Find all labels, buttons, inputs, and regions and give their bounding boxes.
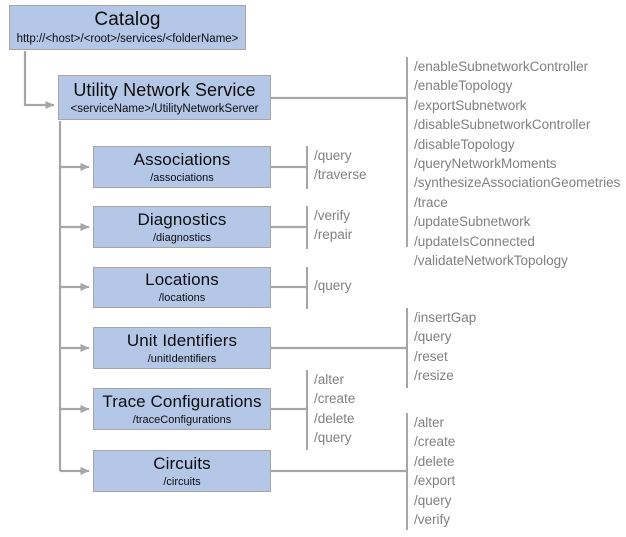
node-unit-identifiers-path: /unitIdentifiers	[147, 352, 217, 365]
operations-list: /query /traverse	[308, 146, 367, 185]
node-circuits-path: /circuits	[163, 475, 201, 488]
operation-item[interactable]: /enableSubnetworkController	[414, 59, 589, 74]
operation-item[interactable]: /disableTopology	[414, 136, 515, 152]
operations-list: /alter /create /delete /export /query /v…	[408, 413, 455, 529]
operation-item[interactable]: /reset	[414, 348, 448, 364]
node-circuits-title: Circuits	[153, 453, 211, 473]
operation-item[interactable]: /updateSubnetwork	[414, 214, 531, 230]
operations-group-bar	[406, 413, 408, 530]
operation-item[interactable]: /query	[314, 430, 352, 446]
operations-group-bar	[406, 57, 408, 247]
operations-group-bar	[306, 370, 308, 450]
node-utility-network-service[interactable]: Utility Network Service <serviceName>/Ut…	[58, 75, 271, 120]
node-unit-identifiers-title: Unit Identifiers	[126, 330, 238, 350]
operations-list: /alter /create /delete /query	[308, 370, 355, 448]
operation-item[interactable]: /queryNetworkMoments	[414, 156, 557, 172]
operation-item[interactable]: /query	[314, 148, 352, 163]
node-trace-configurations-title: Trace Configurations	[102, 391, 262, 411]
operations-list: /insertGap /query /reset /resize	[408, 308, 476, 386]
operation-item[interactable]: /resize	[414, 368, 454, 384]
node-unit-identifiers[interactable]: Unit Identifiers /unitIdentifiers	[93, 327, 271, 369]
operation-item[interactable]: /disableSubnetworkController	[414, 117, 591, 133]
operations-trace-configurations: /alter /create /delete /query	[306, 370, 355, 450]
operation-item[interactable]: /query	[414, 492, 452, 508]
node-trace-configurations[interactable]: Trace Configurations /traceConfiguration…	[93, 388, 271, 430]
operation-item[interactable]: /validateNetworkTopology	[414, 253, 568, 269]
node-locations-title: Locations	[145, 270, 219, 289]
operation-item[interactable]: /create	[314, 391, 356, 407]
operations-list: /query	[308, 267, 352, 295]
node-diagnostics-title: Diagnostics	[137, 209, 227, 229]
node-catalog-title: Catalog	[94, 9, 161, 30]
operation-item[interactable]: /export	[414, 473, 456, 489]
node-utility-network-service-title: Utility Network Service	[73, 79, 256, 100]
operation-item[interactable]: /exportSubnetwork	[414, 97, 527, 113]
operation-item[interactable]: /updateIsConnected	[414, 233, 535, 249]
operations-locations: /query	[306, 267, 352, 309]
node-catalog-path: http://<host>/<root>/services/<folderNam…	[16, 33, 239, 45]
node-diagnostics[interactable]: Diagnostics /diagnostics	[93, 206, 271, 248]
operation-item[interactable]: /repair	[314, 227, 353, 243]
operation-item[interactable]: /query	[414, 329, 452, 345]
node-locations-path: /locations	[158, 292, 206, 304]
operation-item[interactable]: /verify	[414, 512, 451, 528]
operation-item[interactable]: /insertGap	[414, 310, 477, 325]
operation-item[interactable]: /query	[314, 278, 352, 293]
node-locations[interactable]: Locations /locations	[93, 267, 271, 308]
node-utility-network-service-path: <serviceName>/UtilityNetworkServer	[70, 102, 259, 115]
node-trace-configurations-path: /traceConfigurations	[132, 413, 232, 426]
operations-circuits: /alter /create /delete /export /query /v…	[406, 413, 455, 530]
operations-group-bar	[306, 146, 308, 189]
node-associations[interactable]: Associations /associations	[93, 146, 271, 188]
operations-group-bar	[306, 267, 308, 309]
operation-item[interactable]: /delete	[314, 410, 355, 426]
operation-item[interactable]: /enableTopology	[414, 78, 513, 94]
node-associations-title: Associations	[133, 149, 231, 169]
operations-group-bar	[406, 308, 408, 388]
operations-list: /verify /repair	[308, 206, 352, 245]
operations-group-bar	[306, 206, 308, 249]
operation-item[interactable]: /delete	[414, 453, 455, 469]
operation-item[interactable]: /trace	[414, 194, 448, 210]
operation-item[interactable]: /create	[414, 434, 456, 450]
node-associations-path: /associations	[150, 171, 214, 184]
node-diagnostics-path: /diagnostics	[152, 231, 212, 244]
operation-item[interactable]: /synthesizeAssociationGeometries	[414, 175, 621, 191]
operations-unit-identifiers: /insertGap /query /reset /resize	[406, 308, 476, 388]
node-circuits[interactable]: Circuits /circuits	[93, 450, 271, 492]
operations-utility-network-service: /enableSubnetworkController /enableTopol…	[406, 57, 620, 268]
node-catalog[interactable]: Catalog http://<host>/<root>/services/<f…	[9, 5, 246, 50]
operation-item[interactable]: /traverse	[314, 167, 367, 183]
operations-list: /enableSubnetworkController /enableTopol…	[408, 57, 620, 270]
operations-diagnostics: /verify /repair	[306, 206, 352, 249]
operations-associations: /query /traverse	[306, 146, 367, 189]
operation-item[interactable]: /verify	[314, 208, 351, 223]
operation-item[interactable]: /alter	[414, 415, 445, 430]
operation-item[interactable]: /alter	[314, 372, 345, 387]
